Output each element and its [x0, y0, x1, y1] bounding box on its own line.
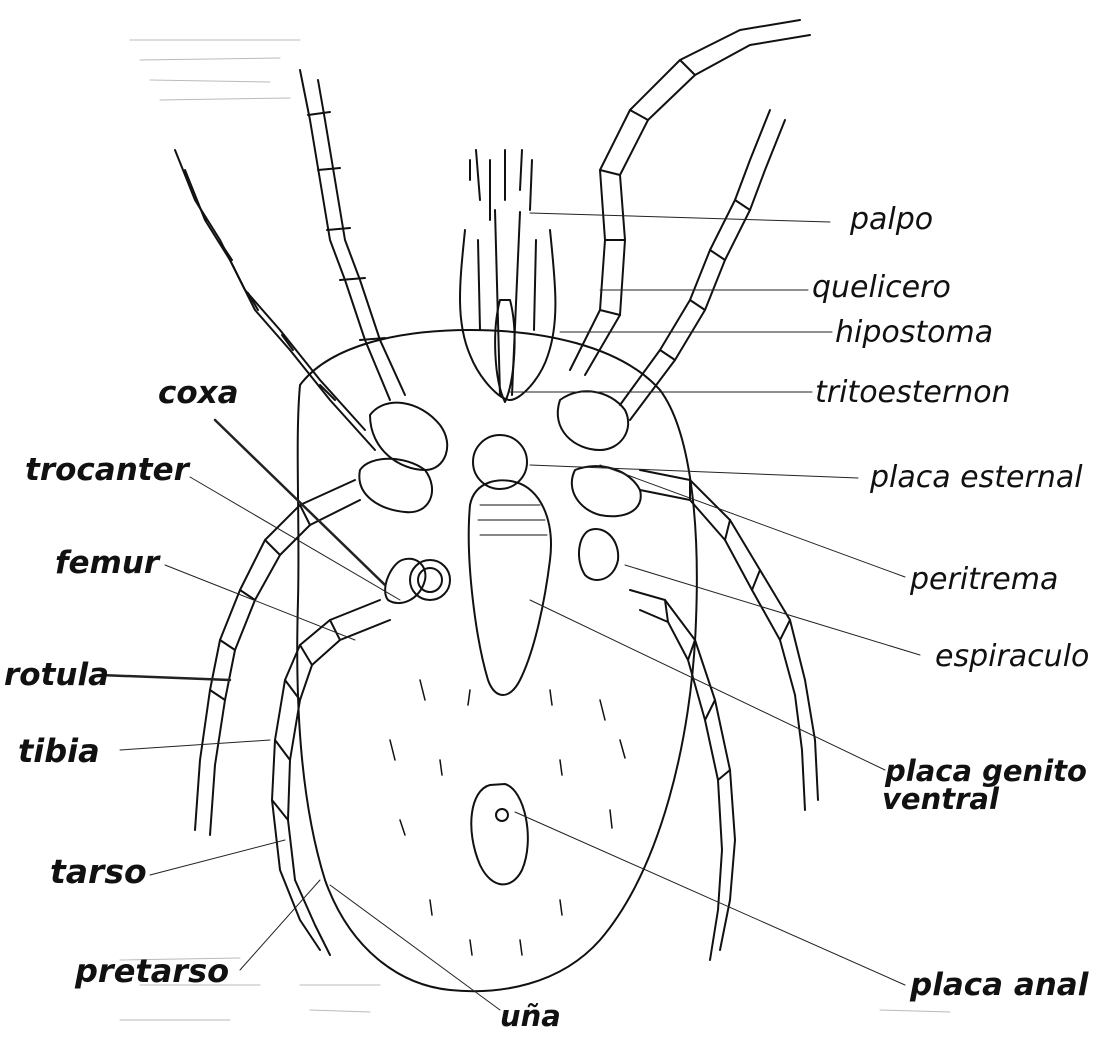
leader-trocanter: [190, 477, 400, 600]
anal-plate: [471, 784, 528, 884]
gnathosoma: [460, 150, 555, 402]
label-una: uña: [500, 1002, 561, 1031]
leader-tibia: [120, 740, 270, 750]
right-coxae: [558, 391, 641, 580]
label-hipostoma: hipostoma: [835, 318, 993, 348]
label-trocanter: trocanter: [25, 455, 189, 486]
leader-coxa: [215, 420, 385, 585]
label-peritrema: peritrema: [910, 565, 1058, 595]
leader-peritrema: [600, 465, 905, 577]
leader-una: [330, 885, 500, 1010]
leader-femur: [165, 565, 355, 640]
label-palpo: palpo: [850, 205, 933, 235]
leader-tarso: [150, 840, 285, 875]
leader-rotula: [100, 675, 230, 680]
label-espiraculo: espiraculo: [935, 642, 1089, 672]
leader-placa-genito: [530, 600, 885, 770]
label-tritoesternon: tritoesternon: [815, 378, 1011, 408]
label-placa-genito-ventral-2: ventral: [882, 785, 999, 814]
label-quelicero: quelicero: [812, 273, 951, 303]
label-tibia: tibia: [18, 735, 100, 767]
leader-placa-esternal: [530, 465, 858, 478]
label-pretarso: pretarso: [75, 955, 229, 987]
leader-espiraculo: [625, 565, 920, 655]
leader-pretarso: [240, 880, 320, 970]
label-tarso: tarso: [50, 855, 147, 888]
label-rotula: rotula: [4, 660, 109, 691]
label-coxa: coxa: [158, 378, 239, 409]
label-placa-esternal: placa esternal: [870, 463, 1083, 493]
genito-ventral-plate: [469, 480, 551, 695]
label-femur: femur: [55, 548, 159, 579]
label-placa-anal: placa anal: [910, 970, 1088, 1001]
show-through-marks: [120, 40, 950, 1020]
leader-palpo: [530, 213, 830, 222]
